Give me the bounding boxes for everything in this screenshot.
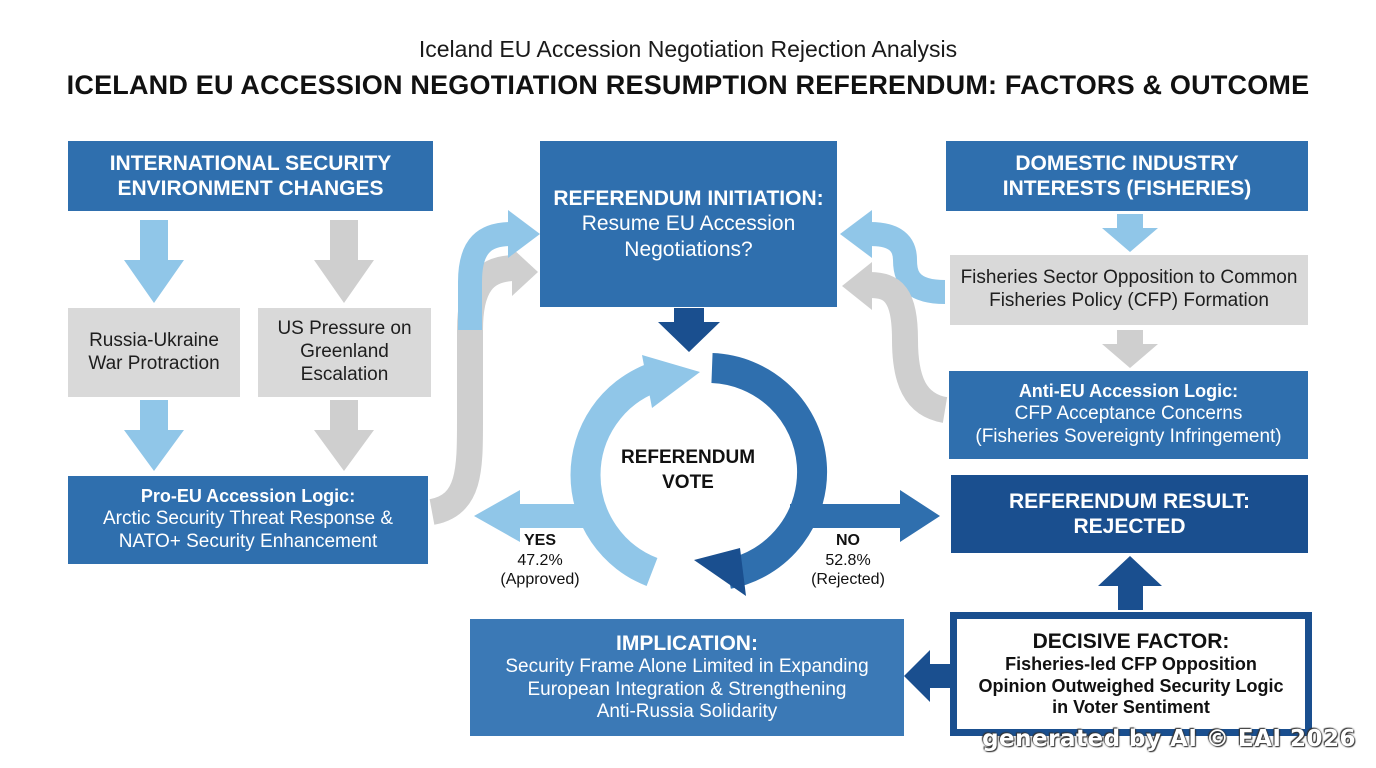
arrow-antieu-curve-grey <box>869 272 949 423</box>
arrow-industry-to-opposition <box>1102 214 1158 252</box>
industry-header-box: DOMESTIC INDUSTRY INTERESTS (FISHERIES) <box>946 141 1308 211</box>
referendum-initiation-box: REFERENDUM INITIATION: Resume EU Accessi… <box>540 141 837 307</box>
arrow-russia-to-proeu <box>124 400 184 471</box>
implication-box: IMPLICATION: Security Frame Alone Limite… <box>470 619 904 736</box>
decisive-line2: Opinion Outweighed Security Logic <box>978 675 1284 696</box>
pro-eu-logic-box: Pro-EU Accession Logic: Arctic Security … <box>68 476 428 564</box>
arrow-proeu-curve-grey <box>428 255 516 525</box>
no-note: (Rejected) <box>811 571 885 589</box>
yes-label: YES 47.2% (Approved) <box>490 531 590 590</box>
initiation-line1: Resume EU Accession <box>581 212 796 236</box>
implication-line3: Anti-Russia Solidarity <box>596 701 778 723</box>
implication-line2: European Integration & Strengthening <box>527 678 847 700</box>
no-text: NO <box>836 532 860 549</box>
implication-title: IMPLICATION: <box>616 631 758 655</box>
security-header-line1: INTERNATIONAL SECURITY <box>109 151 392 175</box>
industry-header-line2: INTERESTS (FISHERIES) <box>1002 177 1252 200</box>
vote-line1: REFERENDUM <box>620 447 756 468</box>
implication-line1: Security Frame Alone Limited in Expandin… <box>505 655 869 677</box>
arrow-fisheries-curve-blue <box>869 222 946 304</box>
watermark-text: generated by AI © EAI 2026 <box>982 726 1356 752</box>
no-label: NO 52.8% (Rejected) <box>798 531 898 590</box>
arrow-opposition-to-antieu <box>1102 330 1158 368</box>
russia-ukraine-box: Russia-Ukraine War Protraction <box>68 308 240 397</box>
us-line1: US Pressure on <box>277 318 412 340</box>
referendum-result-box: REFERENDUM RESULT: REJECTED <box>951 475 1308 553</box>
no-pct: 52.8% <box>825 551 871 569</box>
arrow-security-to-russia <box>124 220 184 303</box>
anti-eu-title: Anti-EU Accession Logic: <box>1018 381 1239 402</box>
fisheries-opp-line2: Fisheries Policy (CFP) Formation <box>989 290 1269 311</box>
security-header-box: INTERNATIONAL SECURITY ENVIRONMENT CHANG… <box>68 141 433 211</box>
arrow-us-to-proeu <box>314 400 374 471</box>
russia-line1: Russia-Ukraine <box>89 329 219 351</box>
initiation-line2: Negotiations? <box>624 237 753 261</box>
fisheries-opposition-box: Fisheries Sector Opposition to Common Fi… <box>950 255 1308 325</box>
result-line2: REJECTED <box>1073 515 1186 538</box>
russia-line2: War Protraction <box>88 352 220 374</box>
vote-cycle-dark <box>711 353 828 589</box>
us-greenland-box: US Pressure on Greenland Escalation <box>258 308 431 397</box>
diagram-subtitle: Iceland EU Accession Negotiation Rejecti… <box>418 36 958 62</box>
anti-eu-line1: CFP Acceptance Concerns <box>1014 403 1243 424</box>
pro-eu-line2: NATO+ Security Enhancement <box>118 530 378 552</box>
pro-eu-line1: Arctic Security Threat Response & <box>102 508 394 529</box>
yes-note: (Approved) <box>500 571 580 589</box>
arrow-no <box>790 490 940 542</box>
referendum-vote-label: REFERENDUM VOTE <box>600 446 776 495</box>
arrow-yes <box>474 490 586 542</box>
decisive-line3: in Voter Sentiment <box>1052 697 1210 718</box>
vote-line2: VOTE <box>662 471 714 493</box>
arrow-proeu-curve-blue <box>458 222 513 330</box>
us-line2: Greenland <box>300 341 389 363</box>
security-header-line2: ENVIRONMENT CHANGES <box>117 177 384 200</box>
fisheries-opp-line1: Fisheries Sector Opposition to Common <box>960 267 1298 289</box>
initiation-title: REFERENDUM INITIATION: <box>553 187 824 211</box>
arrow-decisive-to-implication <box>904 650 950 702</box>
decisive-factor-box: DECISIVE FACTOR: Fisheries-led CFP Oppos… <box>950 612 1312 736</box>
diagram-title: ICELAND EU ACCESSION NEGOTIATION RESUMPT… <box>66 70 1310 100</box>
anti-eu-logic-box: Anti-EU Accession Logic: CFP Acceptance … <box>949 371 1308 459</box>
industry-header-line1: DOMESTIC INDUSTRY <box>1015 151 1239 175</box>
vote-cycle-light <box>570 364 658 586</box>
arrow-initiation-to-vote <box>658 308 720 352</box>
result-line1: REFERENDUM RESULT: <box>1008 489 1251 513</box>
anti-eu-line2: (Fisheries Sovereignty Infringement) <box>975 425 1282 447</box>
pro-eu-title: Pro-EU Accession Logic: <box>140 486 356 507</box>
yes-pct: 47.2% <box>517 551 563 569</box>
us-line3: Escalation <box>300 363 389 385</box>
yes-text: YES <box>523 532 556 549</box>
decisive-line1: Fisheries-led CFP Opposition <box>1005 654 1257 675</box>
arrow-decisive-to-result <box>1098 556 1162 610</box>
decisive-title: DECISIVE FACTOR: <box>1032 630 1230 654</box>
arrow-security-to-us <box>314 220 374 303</box>
